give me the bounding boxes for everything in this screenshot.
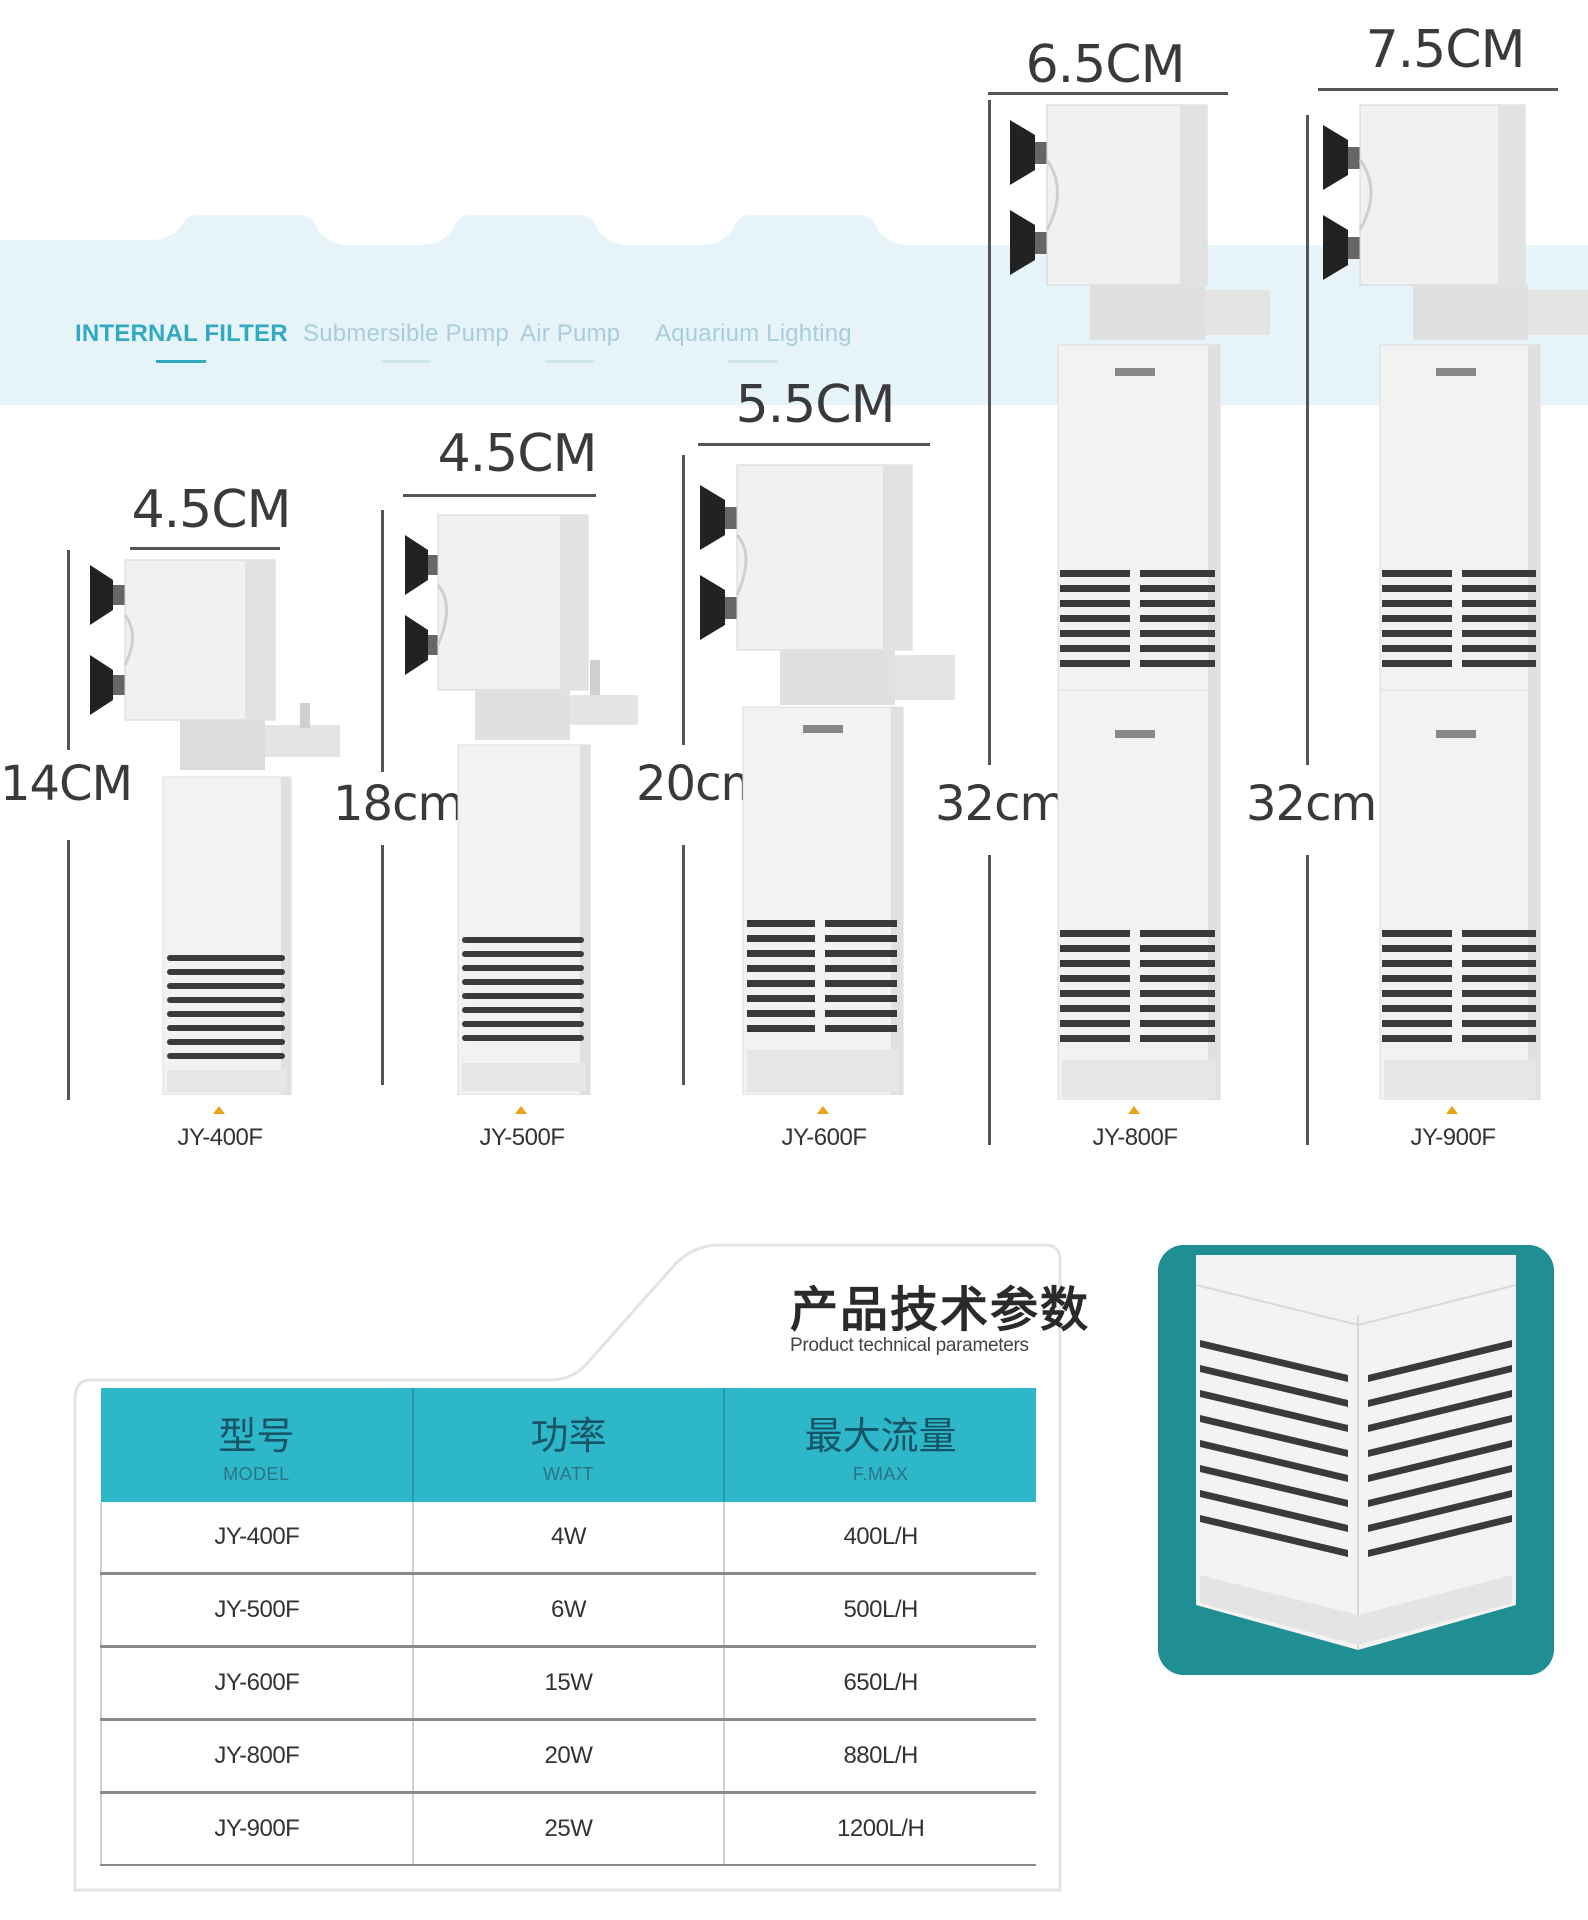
nav-tab-label: Submersible Pump <box>303 320 509 347</box>
column-header-en: MODEL <box>223 1464 290 1484</box>
width-dimension-line <box>988 92 1228 95</box>
nav-tab-aquarium-lighting[interactable]: Aquarium Lighting <box>655 320 852 363</box>
cell-fmax: 1200L/H <box>724 1792 1036 1866</box>
cell-watt: 4W <box>412 1502 726 1575</box>
column-header-cn: 最大流量 <box>804 1414 957 1458</box>
model-marker-icon <box>213 1106 225 1114</box>
height-dimension-line <box>381 845 384 1085</box>
height-label: 18cm <box>333 772 464 836</box>
height-dimension-line <box>67 550 70 750</box>
column-header-cn: 型号 <box>218 1414 295 1458</box>
height-label: 32cm <box>1246 772 1377 836</box>
intake-detail-image <box>1158 1245 1554 1675</box>
cell-model: JY-900F <box>100 1792 414 1866</box>
cell-fmax: 650L/H <box>724 1646 1036 1721</box>
active-underline <box>156 360 207 363</box>
model-marker-icon <box>515 1106 527 1114</box>
width-label: 4.5CM <box>437 424 598 484</box>
width-dimension-line <box>698 443 930 446</box>
spec-table: 型号 MODEL 功率 WATT 最大流量 F.MAX JY-400F 4W 4… <box>100 1388 1036 1866</box>
intake-grille-closeup <box>1158 1245 1554 1675</box>
model-label: JY-800F <box>1092 1124 1179 1151</box>
table-row: JY-800F 20W 880L/H <box>100 1719 1036 1794</box>
width-label: 7.5CM <box>1365 20 1526 80</box>
filter-image-jy-800f <box>1010 104 1270 1100</box>
width-dimension-line <box>1318 88 1558 91</box>
column-header-cn: 功率 <box>530 1414 607 1458</box>
nav-tab-label: Aquarium Lighting <box>655 320 852 347</box>
height-label: 32cm <box>935 772 1066 836</box>
width-dimension-line <box>403 494 596 497</box>
cell-watt: 20W <box>412 1719 726 1794</box>
height-dimension-line <box>1306 115 1309 765</box>
cell-fmax: 880L/H <box>724 1719 1036 1794</box>
cell-model: JY-500F <box>100 1573 414 1648</box>
height-dimension-line <box>682 845 685 1085</box>
model-marker-icon <box>1446 1106 1458 1114</box>
height-dimension-line <box>381 510 384 772</box>
height-dimension-line <box>682 455 685 745</box>
column-header-model: 型号 MODEL <box>101 1388 414 1502</box>
column-header-watt: 功率 WATT <box>412 1388 726 1502</box>
height-dimension-line <box>1306 855 1309 1145</box>
filter-image-jy-900f <box>1323 104 1588 1100</box>
table-row: JY-600F 15W 650L/H <box>100 1646 1036 1721</box>
width-label: 4.5CM <box>131 480 292 540</box>
cell-model: JY-800F <box>100 1719 414 1794</box>
nav-tab-label: INTERNAL FILTER <box>75 320 288 347</box>
height-dimension-line <box>988 855 991 1145</box>
tab-underline <box>728 360 779 363</box>
model-label: JY-400F <box>177 1124 264 1151</box>
model-label: JY-500F <box>479 1124 566 1151</box>
model-label: JY-900F <box>1410 1124 1497 1151</box>
table-header-row: 型号 MODEL 功率 WATT 最大流量 F.MAX <box>101 1388 1036 1502</box>
filter-image-jy-600f <box>700 464 955 1095</box>
height-dimension-line <box>67 840 70 1100</box>
width-label: 5.5CM <box>735 375 896 435</box>
table-row: JY-900F 25W 1200L/H <box>100 1792 1036 1866</box>
cell-model: JY-600F <box>100 1646 414 1721</box>
width-label: 6.5CM <box>1025 35 1186 95</box>
cell-watt: 25W <box>412 1792 726 1866</box>
nav-tab-internal-filter[interactable]: INTERNAL FILTER <box>75 320 288 363</box>
column-header-en: WATT <box>542 1464 594 1484</box>
height-dimension-line <box>988 100 991 765</box>
nav-tab-air-pump[interactable]: Air Pump <box>520 320 621 363</box>
column-header-fmax: 最大流量 F.MAX <box>724 1388 1036 1502</box>
spec-title: 产品技术参数 <box>790 1282 1091 1338</box>
filter-image-jy-500f <box>405 514 638 1095</box>
column-header-en: F.MAX <box>852 1464 909 1484</box>
nav-tab-submersible-pump[interactable]: Submersible Pump <box>303 320 509 363</box>
height-label: 14CM <box>0 752 133 816</box>
filter-image-jy-400f <box>90 559 340 1095</box>
tab-underline <box>545 360 596 363</box>
table-row: JY-500F 6W 500L/H <box>100 1573 1036 1648</box>
cell-fmax: 400L/H <box>724 1502 1036 1575</box>
table-row: JY-400F 4W 400L/H <box>100 1502 1036 1575</box>
cell-fmax: 500L/H <box>724 1573 1036 1648</box>
spec-subtitle: Product technical parameters <box>790 1335 1029 1356</box>
model-marker-icon <box>817 1106 829 1114</box>
cell-watt: 15W <box>412 1646 726 1721</box>
model-label: JY-600F <box>781 1124 868 1151</box>
cell-model: JY-400F <box>100 1502 414 1575</box>
tab-underline <box>380 360 431 363</box>
width-dimension-line <box>130 547 280 550</box>
cell-watt: 6W <box>412 1573 726 1648</box>
nav-tab-label: Air Pump <box>520 320 621 347</box>
model-marker-icon <box>1128 1106 1140 1114</box>
